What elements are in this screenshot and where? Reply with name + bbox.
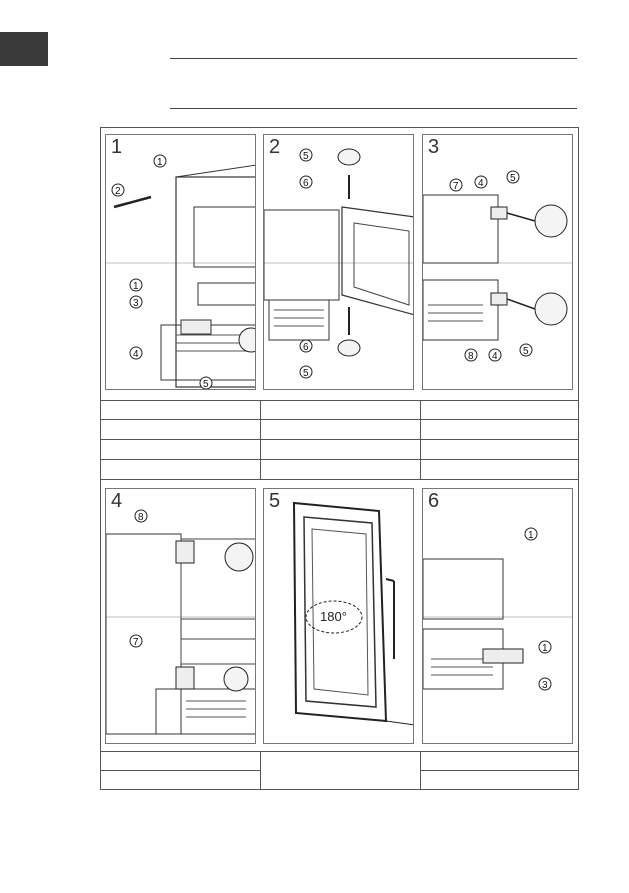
callout: 2 bbox=[115, 186, 121, 197]
callout: 7 bbox=[453, 181, 459, 192]
step-1-panel: 1 1 2 1 3 4 5 bbox=[105, 134, 256, 390]
step-number: 1 bbox=[111, 136, 123, 158]
rotation-label: 180° bbox=[320, 609, 347, 624]
callout: 5 bbox=[303, 151, 309, 162]
step-3-illustration: 7 4 5 8 4 5 bbox=[423, 170, 572, 362]
callout: 4 bbox=[492, 351, 498, 362]
callout: 4 bbox=[478, 178, 484, 189]
callout: 3 bbox=[542, 680, 548, 691]
step-2-panel: 2 5 6 6 5 bbox=[263, 134, 414, 390]
callout: 6 bbox=[303, 342, 309, 353]
callout: 8 bbox=[138, 512, 144, 523]
step-2-illustration: 5 6 6 5 bbox=[264, 148, 413, 379]
callout: 1 bbox=[133, 281, 139, 292]
callout: 7 bbox=[133, 637, 139, 648]
step-6-illustration: 1 1 3 bbox=[423, 527, 572, 691]
callout: 5 bbox=[203, 379, 209, 390]
step-number: 5 bbox=[269, 490, 281, 512]
step-5-panel: 5 180° bbox=[263, 488, 414, 744]
callout: 4 bbox=[133, 349, 139, 360]
callout: 3 bbox=[133, 298, 139, 309]
step-4-illustration: 8 7 bbox=[106, 509, 255, 735]
header-rule-bottom bbox=[170, 108, 577, 109]
step-number: 4 bbox=[111, 490, 123, 512]
step-number: 2 bbox=[269, 136, 281, 158]
caption-table-2 bbox=[100, 751, 579, 790]
caption-table-1 bbox=[100, 400, 579, 480]
callout: 1 bbox=[542, 643, 548, 654]
step-6-panel: 6 1 1 3 bbox=[422, 488, 573, 744]
step-1-illustration: 1 2 1 3 4 5 bbox=[106, 154, 255, 390]
header-rule-top bbox=[170, 58, 577, 59]
callout: 8 bbox=[468, 351, 474, 362]
callout: 1 bbox=[157, 157, 163, 168]
callout: 5 bbox=[510, 173, 516, 184]
step-3-panel: 3 7 4 5 8 4 5 bbox=[422, 134, 573, 390]
step-number: 3 bbox=[428, 136, 440, 158]
callout: 6 bbox=[303, 178, 309, 189]
step-number: 6 bbox=[428, 490, 440, 512]
step-5-illustration: 180° bbox=[292, 501, 413, 726]
callout: 5 bbox=[523, 346, 529, 357]
step-4-panel: 4 8 7 bbox=[105, 488, 256, 744]
callout: 5 bbox=[303, 368, 309, 379]
callout: 1 bbox=[528, 530, 534, 541]
language-tab bbox=[0, 32, 48, 66]
